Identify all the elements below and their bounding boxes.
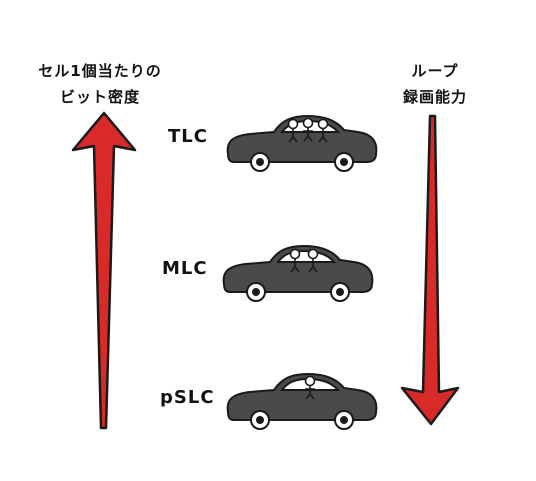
loop-recording-heading-line2: 録画能力 bbox=[402, 88, 467, 106]
mlc-car bbox=[222, 245, 374, 302]
tlc-label: TLC bbox=[168, 126, 208, 147]
bit-density-heading-line1: セル1個当たりの bbox=[38, 62, 162, 80]
bit-density-heading-line2: ビット密度 bbox=[59, 88, 140, 106]
loop-recording-heading-line1: ループ bbox=[411, 62, 459, 80]
loop-recording-heading: ループ 録画能力 bbox=[380, 58, 490, 110]
tlc-car bbox=[226, 115, 378, 172]
pslc-label: pSLC bbox=[160, 387, 215, 408]
mlc-label: MLC bbox=[162, 258, 208, 279]
up-arrow bbox=[71, 111, 137, 430]
bit-density-heading: セル1個当たりの ビット密度 bbox=[10, 58, 190, 110]
down-arrow bbox=[400, 114, 460, 426]
pslc-car bbox=[226, 373, 378, 430]
